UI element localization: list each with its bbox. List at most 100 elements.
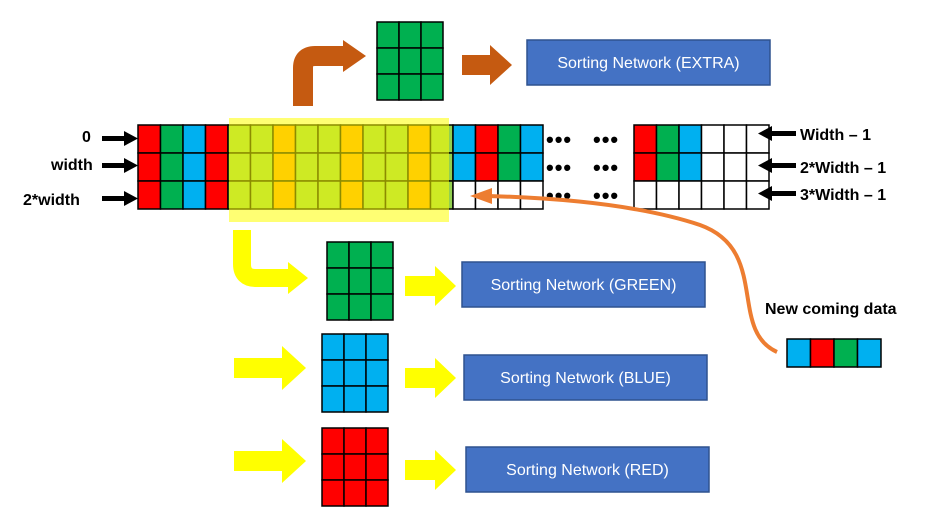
- ellipsis-row-3a: •••: [546, 183, 572, 208]
- buffer-cell: [700, 124, 725, 154]
- matrix-cell: [398, 21, 422, 49]
- ellipsis-row-2b: •••: [593, 155, 619, 180]
- buffer-cell: [745, 124, 770, 154]
- matrix-cell: [321, 333, 345, 361]
- row-label-width: width: [50, 157, 93, 174]
- matrix-cell: [370, 241, 394, 269]
- matrix-cell: [326, 241, 350, 269]
- matrix-cell: [343, 479, 367, 507]
- matrix-cell: [398, 73, 422, 101]
- new-data-cell: [786, 338, 812, 368]
- matrix-cell: [365, 359, 389, 387]
- matrix-cell: [376, 73, 400, 101]
- buffer-cell: [204, 124, 229, 154]
- matrix-cell: [365, 385, 389, 413]
- matrix-cell: [365, 427, 389, 455]
- extra-3x3-matrix: [376, 21, 444, 101]
- buffer-cell: [474, 124, 499, 154]
- matrix-cell: [365, 333, 389, 361]
- matrix-cell: [370, 293, 394, 321]
- buffer-cell: [633, 152, 658, 182]
- buffer-cell: [655, 180, 680, 210]
- extra-to-network-arrow: [462, 45, 512, 85]
- matrix-cell: [343, 427, 367, 455]
- red-3x3-matrix: [321, 427, 389, 507]
- ellipsis-row-1a: •••: [546, 127, 572, 152]
- extra-curved-arrow: [293, 40, 366, 106]
- buffer-cell: [452, 180, 477, 210]
- new-data-cell: [833, 338, 859, 368]
- blue-input-arrow: [234, 346, 306, 390]
- buffer-cell: [182, 124, 207, 154]
- buffer-cell: [655, 152, 680, 182]
- green-to-network-arrow: [405, 266, 456, 306]
- matrix-cell: [420, 21, 444, 49]
- buffer-cell: [204, 180, 229, 210]
- sorting-network-extra: Sorting Network (EXTRA): [526, 39, 771, 86]
- matrix-cell: [343, 385, 367, 413]
- buffer-cell: [655, 124, 680, 154]
- buffer-cell: [723, 180, 748, 210]
- buffer-cell: [204, 152, 229, 182]
- new-data-cells: [786, 338, 882, 368]
- buffer-cell: [519, 124, 544, 154]
- sorting-network-red-label: Sorting Network (RED): [506, 462, 669, 479]
- sorting-network-green: Sorting Network (GREEN): [461, 261, 706, 308]
- buffer-cell: [678, 180, 703, 210]
- row-end-label-1: Width – 1: [800, 127, 871, 144]
- sorting-network-blue-label: Sorting Network (BLUE): [500, 370, 671, 387]
- matrix-cell: [398, 47, 422, 75]
- ellipsis-row-1b: •••: [593, 127, 619, 152]
- new-data-cell: [809, 338, 835, 368]
- row-end-arrows: [758, 126, 796, 201]
- row-label-0: 0: [82, 129, 91, 146]
- matrix-cell: [370, 267, 394, 295]
- buffer-cell: [700, 152, 725, 182]
- red-to-network-arrow: [405, 450, 456, 490]
- buffer-cell: [137, 180, 162, 210]
- sorting-network-red: Sorting Network (RED): [465, 446, 710, 493]
- sorting-network-blue: Sorting Network (BLUE): [463, 354, 708, 401]
- buffer-cell: [182, 152, 207, 182]
- matrix-cell: [321, 385, 345, 413]
- matrix-cell: [321, 359, 345, 387]
- buffer-cell: [519, 152, 544, 182]
- row-label-2width: 2*width: [23, 192, 80, 209]
- matrix-cell: [343, 453, 367, 481]
- matrix-cell: [321, 427, 345, 455]
- buffer-cell: [497, 124, 522, 154]
- buffer-cell: [700, 180, 725, 210]
- matrix-cell: [321, 479, 345, 507]
- buffer-cell: [182, 180, 207, 210]
- blue-to-network-arrow: [405, 358, 456, 398]
- buffer-cell: [723, 152, 748, 182]
- buffer-cell: [452, 124, 477, 154]
- buffer-cell: [678, 124, 703, 154]
- buffer-cell: [633, 180, 658, 210]
- row-end-label-2: 2*Width – 1: [800, 160, 886, 177]
- matrix-cell: [326, 293, 350, 321]
- matrix-cell: [343, 359, 367, 387]
- matrix-cell: [376, 47, 400, 75]
- line-buffer-right: [633, 124, 770, 210]
- matrix-cell: [376, 21, 400, 49]
- ellipsis-row-2a: •••: [546, 155, 572, 180]
- buffer-cell: [137, 124, 162, 154]
- sorting-network-extra-label: Sorting Network (EXTRA): [557, 55, 739, 72]
- row-end-label-3: 3*Width – 1: [800, 187, 886, 204]
- buffer-cell: [137, 152, 162, 182]
- green-bent-arrow: [233, 230, 308, 294]
- matrix-cell: [420, 73, 444, 101]
- blue-3x3-matrix: [321, 333, 389, 413]
- new-data-curved-arrow: [470, 188, 778, 354]
- buffer-cell: [633, 124, 658, 154]
- buffer-cell: [474, 152, 499, 182]
- matrix-cell: [343, 333, 367, 361]
- sliding-window-highlight: [229, 118, 449, 222]
- row-start-arrows: [102, 131, 138, 206]
- buffer-cell: [159, 124, 184, 154]
- matrix-cell: [348, 293, 372, 321]
- matrix-cell: [365, 453, 389, 481]
- matrix-cell: [326, 267, 350, 295]
